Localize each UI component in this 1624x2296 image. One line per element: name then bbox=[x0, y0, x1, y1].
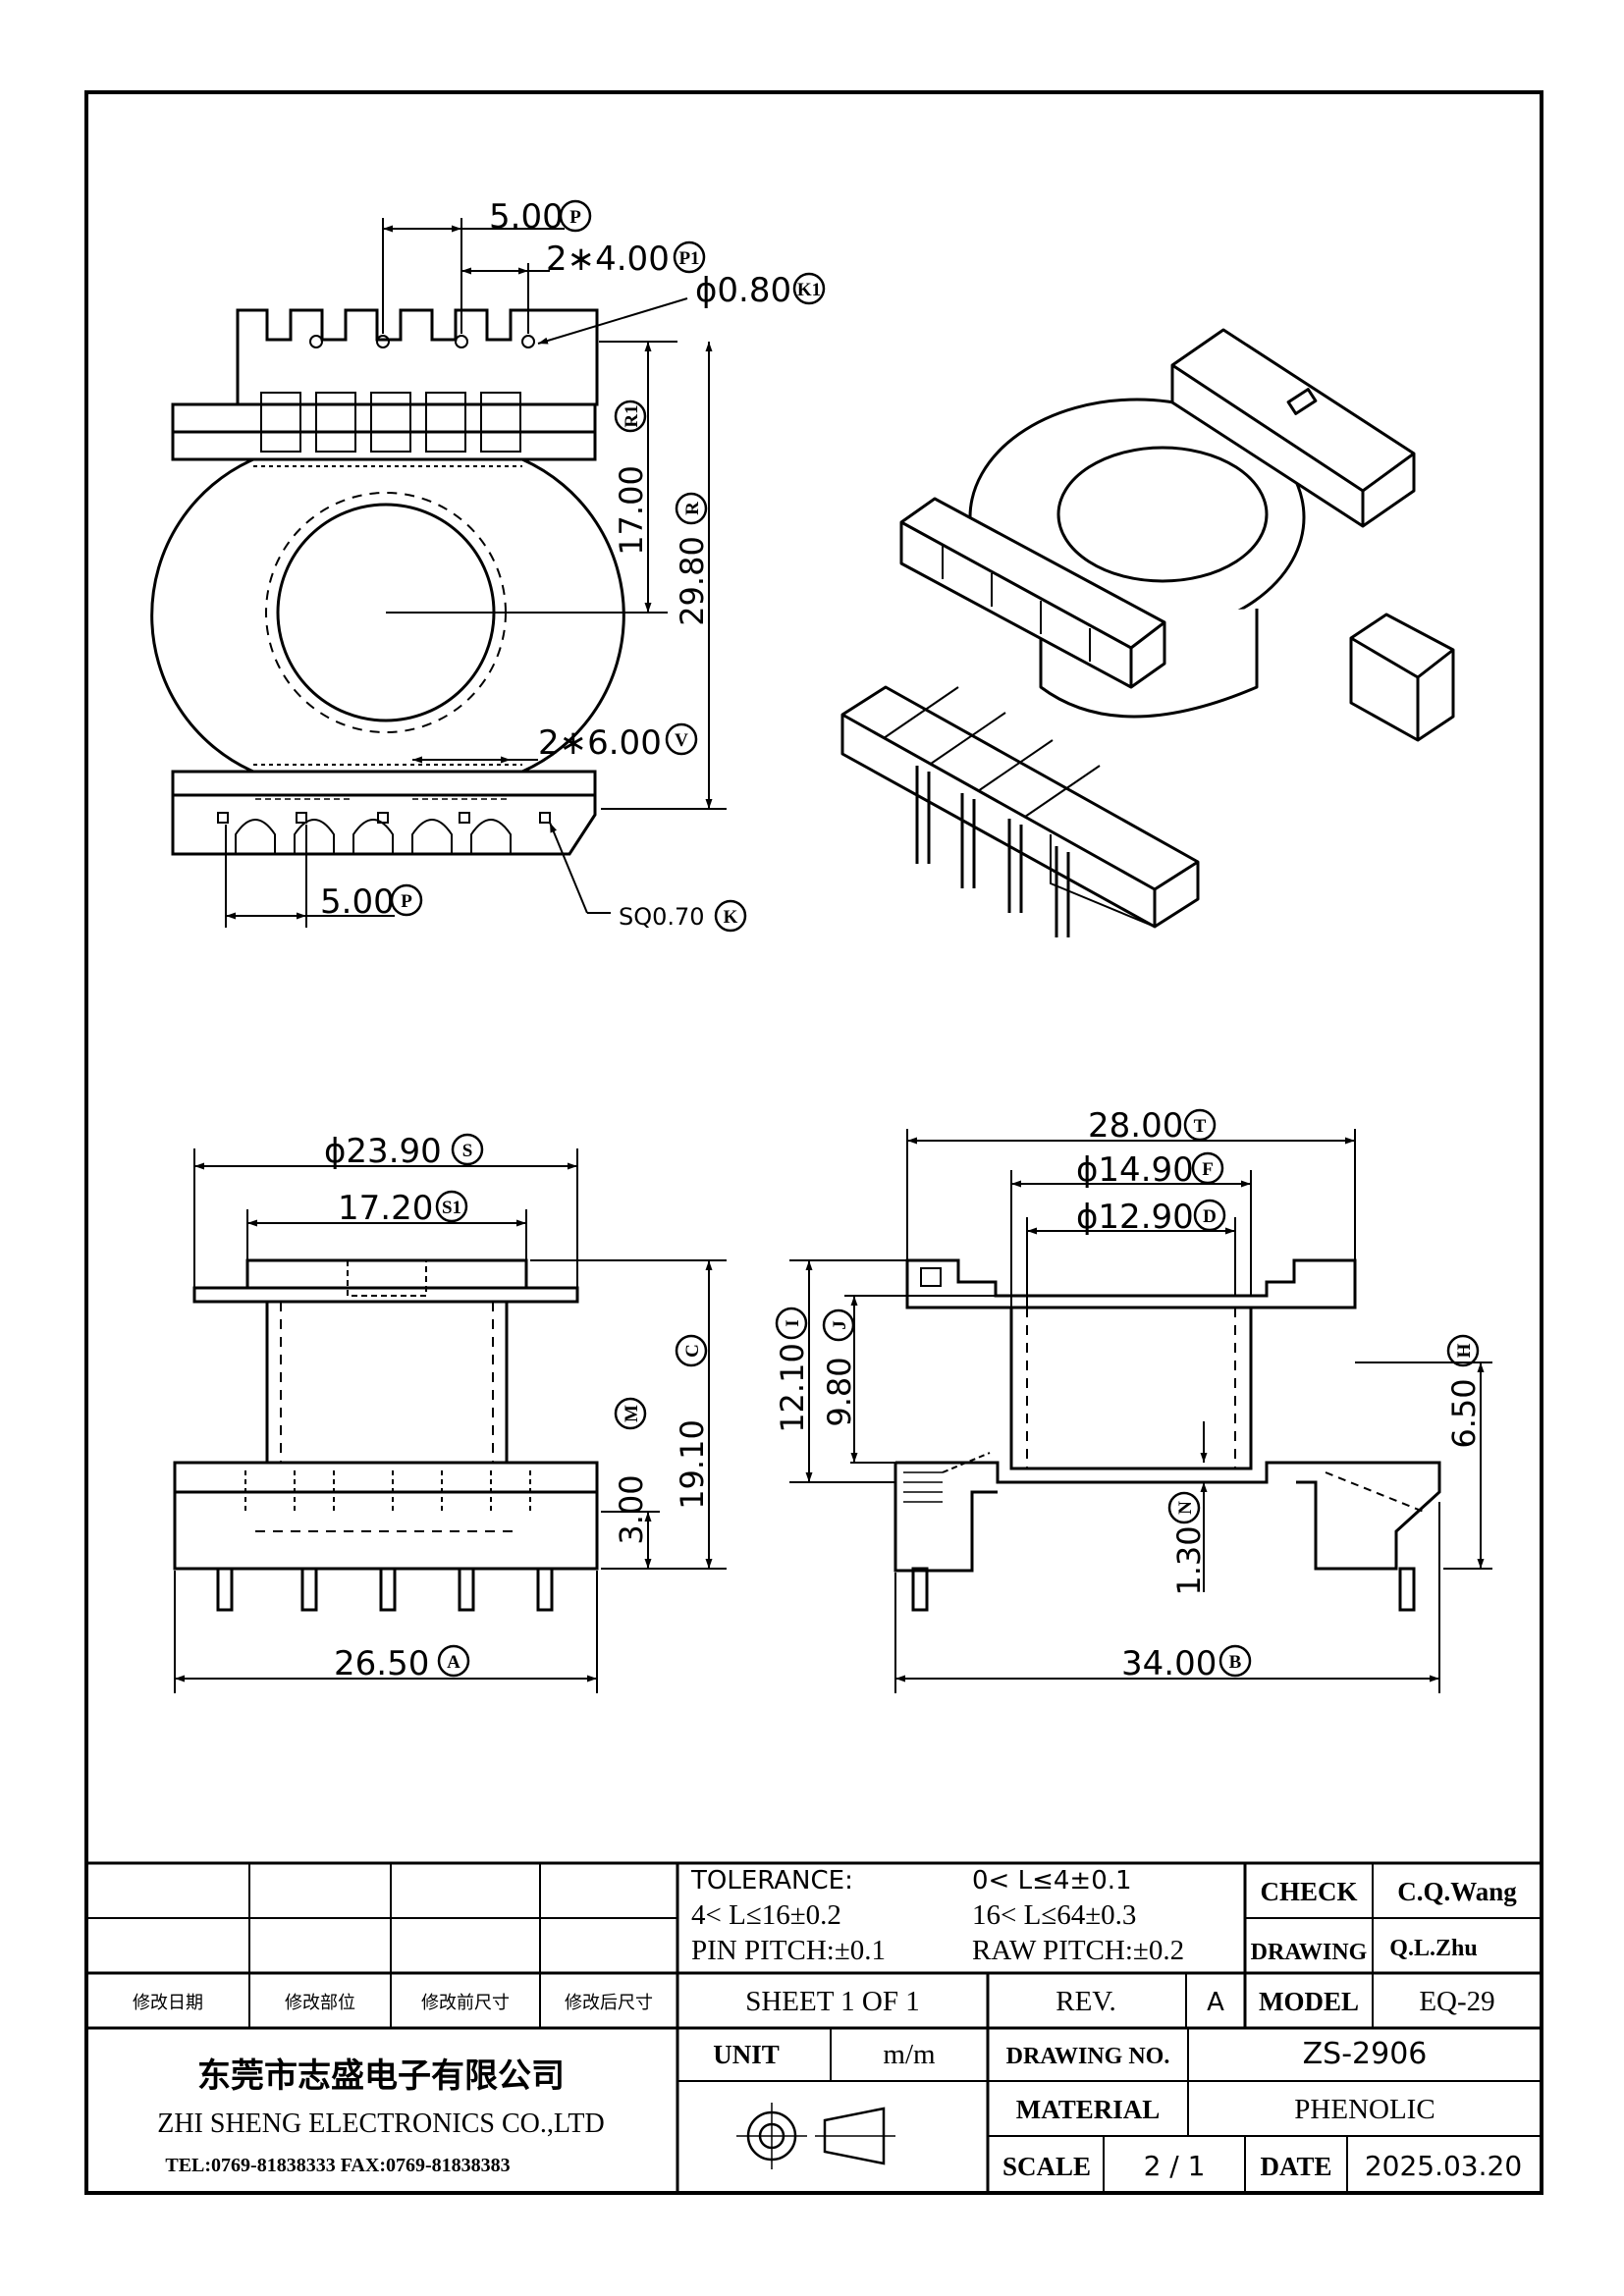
dim-28: 28.00 bbox=[1088, 1106, 1183, 1146]
tag-2x6: V bbox=[675, 730, 688, 751]
dim-34: 34.00 bbox=[1121, 1644, 1217, 1683]
dim-6-5: 6.50 bbox=[1445, 1378, 1483, 1448]
tolerance-2: 4< L≤16±0.2 bbox=[691, 1899, 841, 1931]
side-view-dimensions bbox=[174, 1148, 727, 1693]
dim-1-3: 1.30 bbox=[1170, 1525, 1208, 1595]
tolerance-3: 16< L≤64±0.3 bbox=[972, 1899, 1136, 1931]
front-view-labels: 28.00 T ϕ14.90 F ϕ12.90 D 12.10 I 9.80 J… bbox=[774, 1106, 1483, 1683]
sheet-border bbox=[84, 90, 1543, 2195]
isometric-view bbox=[840, 328, 1455, 937]
tag-17-2: S1 bbox=[442, 1198, 461, 1218]
company-name-en: ZHI SHENG ELECTRONICS CO.,LTD bbox=[157, 2109, 605, 2139]
drawing-label: DRAWING bbox=[1251, 1940, 1368, 1965]
front-view bbox=[893, 1258, 1441, 1612]
tolerance-1: 0< L≤4±0.1 bbox=[972, 1866, 1132, 1896]
tag-sq: K bbox=[724, 907, 738, 928]
rev-label: REV. bbox=[1056, 1986, 1116, 2017]
dim-19-1: 19.10 bbox=[674, 1419, 711, 1510]
model-value: EQ-29 bbox=[1419, 1986, 1494, 2017]
model-label: MODEL bbox=[1259, 1987, 1359, 2016]
tel-fax: TEL:0769-81838333 FAX:0769-81838383 bbox=[165, 2155, 510, 2176]
tag-28: T bbox=[1194, 1116, 1207, 1137]
tag-34: B bbox=[1229, 1652, 1242, 1673]
dim-29-8: 29.80 bbox=[674, 536, 711, 626]
dim-3: 3.00 bbox=[613, 1474, 650, 1544]
sheet-info: SHEET 1 OF 1 bbox=[745, 1986, 920, 2017]
dim-2x6: 2∗6.00 bbox=[538, 723, 662, 763]
drawing-value: Q.L.Zhu bbox=[1389, 1936, 1477, 1961]
raw-pitch: RAW PITCH:±0.2 bbox=[972, 1935, 1184, 1966]
dim-12-9: ϕ12.90 bbox=[1076, 1198, 1194, 1237]
tag-pitch-top: P bbox=[569, 207, 581, 228]
rev-value: A bbox=[1207, 1988, 1224, 2017]
company-name-cn: 东莞市志盛电子有限公司 bbox=[197, 2056, 565, 2096]
tag-26-5: A bbox=[447, 1652, 460, 1673]
rev-before-header: 修改前尺寸 bbox=[421, 1993, 510, 2013]
side-view bbox=[173, 1258, 599, 1612]
tag-12-9: D bbox=[1203, 1206, 1217, 1227]
front-view-dimensions bbox=[789, 1129, 1492, 1693]
drawing-no-label: DRAWING NO. bbox=[1006, 2044, 1170, 2069]
unit-label: UNIT bbox=[713, 2040, 780, 2069]
tag-19-1: C bbox=[682, 1344, 703, 1358]
date-value: 2025.03.20 bbox=[1365, 2150, 1522, 2182]
scale-label: SCALE bbox=[1002, 2152, 1091, 2181]
drawing-no-value: ZS-2906 bbox=[1303, 2037, 1428, 2071]
tag-17: R1 bbox=[622, 404, 642, 427]
dim-pitch-top: 5.00 bbox=[489, 197, 564, 237]
material-value: PHENOLIC bbox=[1294, 2094, 1435, 2125]
unit-value: m/m bbox=[883, 2039, 936, 2070]
dim-12-1: 12.10 bbox=[774, 1343, 811, 1433]
tag-14-9: F bbox=[1202, 1159, 1214, 1180]
pin-pitch: PIN PITCH:±0.1 bbox=[691, 1935, 886, 1966]
dim-2x4: 2∗4.00 bbox=[546, 240, 670, 279]
tag-9-8: J bbox=[830, 1320, 850, 1330]
material-label: MATERIAL bbox=[1016, 2095, 1161, 2124]
dim-14-9: ϕ14.90 bbox=[1076, 1150, 1194, 1190]
dim-9-8: 9.80 bbox=[821, 1357, 858, 1426]
rev-date-header: 修改日期 bbox=[133, 1993, 203, 2013]
date-label: DATE bbox=[1260, 2152, 1331, 2181]
top-view bbox=[150, 308, 653, 856]
dim-23-9: ϕ23.90 bbox=[324, 1132, 442, 1171]
dim-26-5: 26.50 bbox=[334, 1644, 429, 1683]
tag-23-9: S bbox=[462, 1141, 473, 1161]
rev-after-header: 修改后尺寸 bbox=[565, 1993, 653, 2013]
dim-pitch-bottom: 5.00 bbox=[320, 882, 395, 922]
title-block-text: TOLERANCE: 0< L≤4±0.1 4< L≤16±0.2 16< L≤… bbox=[133, 1866, 1522, 2182]
top-view-dimensions bbox=[225, 218, 727, 928]
dim-17-2: 17.20 bbox=[338, 1189, 433, 1228]
top-view-labels: 5.00 P 2∗4.00 P1 ϕ0.80 K1 17.00 R1 29.80… bbox=[320, 197, 826, 933]
tag-3: M bbox=[622, 1405, 642, 1422]
tag-2x4: P1 bbox=[678, 248, 699, 269]
tag-pitch-bottom: P bbox=[401, 891, 412, 912]
tag-29-8: R bbox=[682, 502, 703, 515]
title-block bbox=[86, 1861, 1542, 2193]
tag-12-1: I bbox=[783, 1319, 803, 1326]
dim-17: 17.00 bbox=[613, 465, 650, 556]
check-label: CHECK bbox=[1260, 1877, 1357, 1906]
scale-value: 2 / 1 bbox=[1144, 2150, 1206, 2182]
side-view-labels: ϕ23.90 S 17.20 S1 19.10 C 3.00 M 26.50 A bbox=[324, 1132, 711, 1683]
rev-part-header: 修改部位 bbox=[285, 1993, 355, 2013]
dim-sq: SQ0.70 bbox=[619, 903, 705, 931]
dim-pin-dia: ϕ0.80 bbox=[695, 271, 791, 310]
tag-6-5: H bbox=[1454, 1343, 1475, 1358]
tolerance-label: TOLERANCE: bbox=[690, 1866, 853, 1896]
tag-1-3: N bbox=[1175, 1501, 1196, 1515]
tag-pin-dia: K1 bbox=[797, 280, 821, 300]
check-value: C.Q.Wang bbox=[1397, 1877, 1517, 1906]
